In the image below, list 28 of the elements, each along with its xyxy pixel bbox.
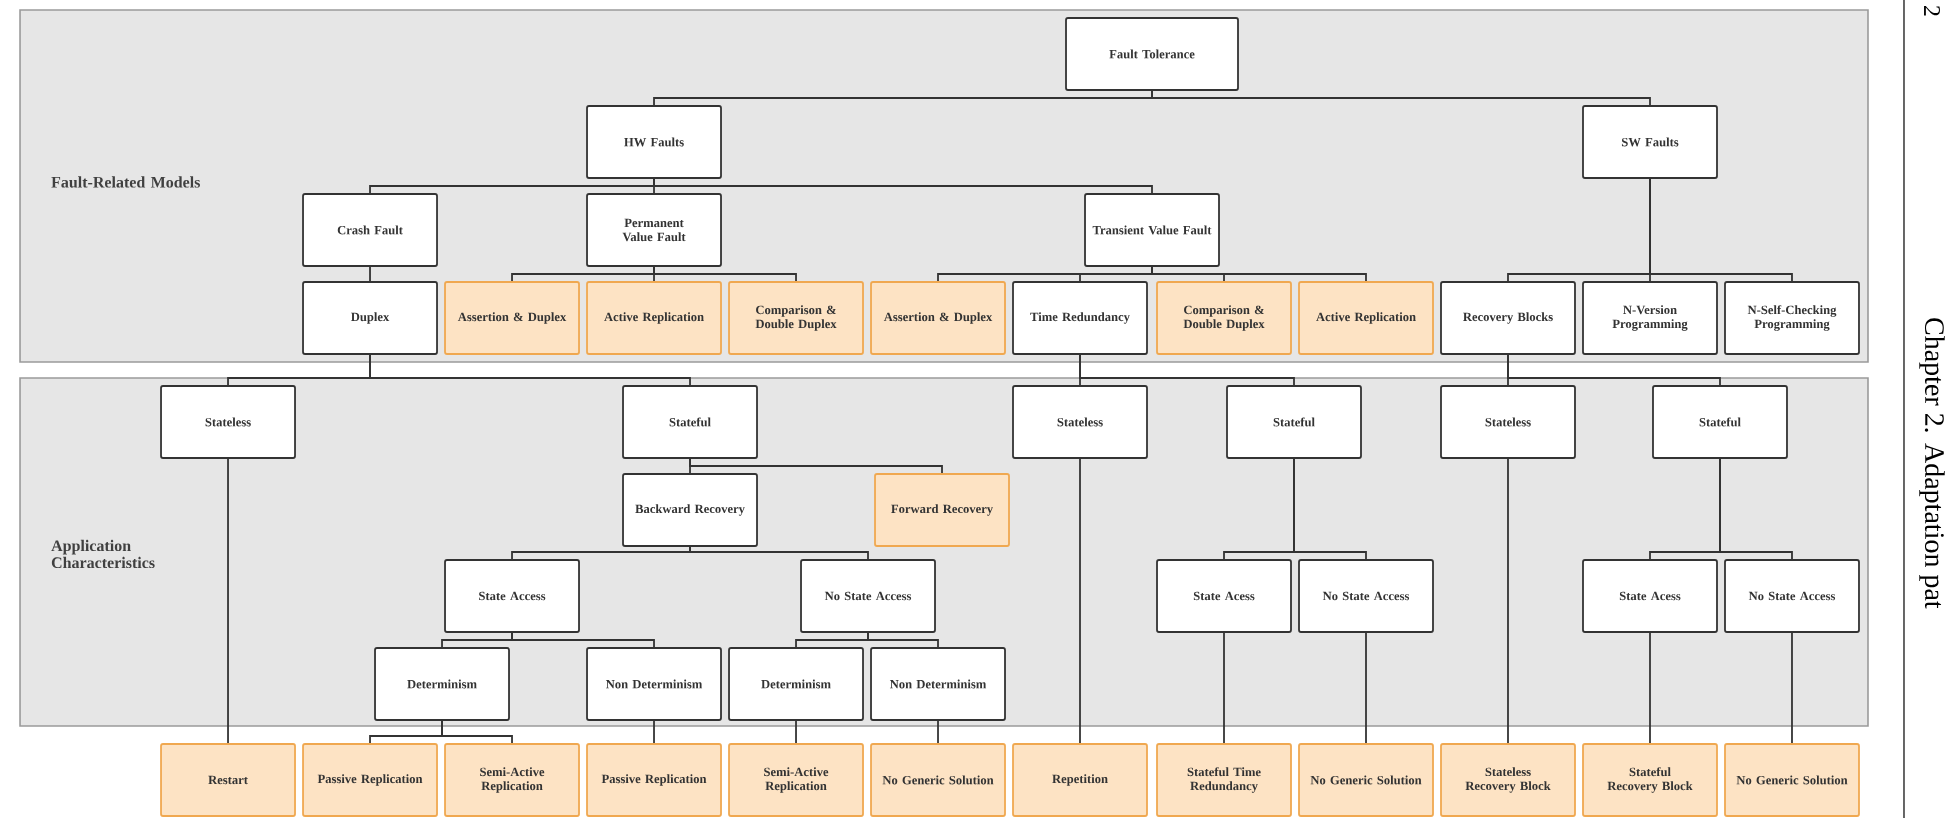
connector (1365, 632, 1367, 744)
connector (653, 266, 797, 282)
connector (937, 720, 939, 744)
connector (1791, 632, 1793, 744)
connector (1649, 178, 1793, 282)
connector (511, 546, 691, 560)
connector (511, 632, 655, 648)
connector (1079, 458, 1081, 744)
connector (653, 720, 655, 744)
connector (1649, 632, 1651, 744)
connector (689, 458, 943, 474)
connector (369, 354, 691, 386)
connector (1507, 354, 1721, 386)
connector (441, 720, 513, 744)
page-number: 2 (1924, 6, 1940, 16)
connector (1151, 266, 1367, 282)
connector (867, 632, 939, 648)
connector (1151, 90, 1651, 106)
connector (689, 546, 869, 560)
connector (795, 720, 797, 744)
connector (1719, 458, 1793, 560)
connector (1079, 354, 1295, 386)
connector (369, 266, 371, 282)
running-header: Chapter 2. Adaptation pat (1919, 318, 1945, 609)
connector (1223, 632, 1225, 744)
connector (227, 458, 229, 744)
connector (1507, 458, 1509, 744)
connector (1293, 458, 1367, 560)
